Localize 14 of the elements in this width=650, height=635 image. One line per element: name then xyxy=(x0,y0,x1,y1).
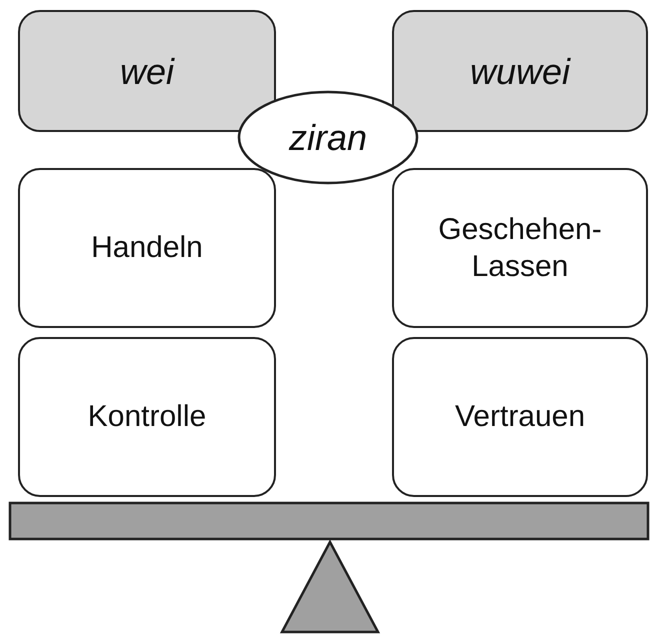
label-box xyxy=(392,10,648,132)
box-label: Vertrauen xyxy=(454,399,586,436)
term-label: ziran xyxy=(288,116,368,160)
ellipse-node xyxy=(237,90,419,185)
box-label: Handeln xyxy=(91,230,203,266)
term-label: wei xyxy=(120,50,174,94)
rounded-box xyxy=(392,168,648,328)
rounded-box xyxy=(392,337,648,497)
rounded-box xyxy=(18,168,276,328)
label-box xyxy=(18,10,276,132)
rounded-box xyxy=(18,337,276,497)
box-label: Kontrolle xyxy=(88,399,206,436)
term-label: wuwei xyxy=(470,50,570,94)
box-label: Geschehen-Lassen xyxy=(437,212,603,285)
